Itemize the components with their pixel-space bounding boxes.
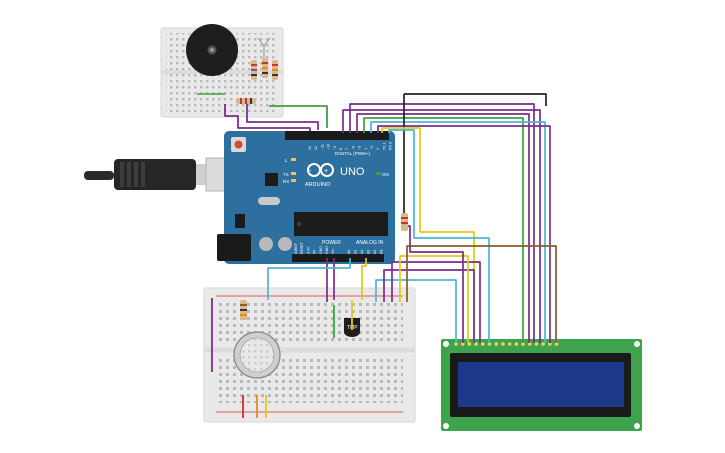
pin-label: ~3 — [370, 146, 374, 150]
pin-label: A1 — [354, 250, 358, 254]
lcd-pin[interactable] — [548, 342, 552, 346]
lcd-pin[interactable] — [541, 342, 545, 346]
lcd-pin[interactable] — [467, 342, 472, 346]
pin-label: RX 0 — [389, 142, 393, 150]
lcd-pin[interactable] — [507, 342, 512, 346]
wire-bundle[interactable] — [267, 93, 557, 343]
lcd-pin[interactable] — [501, 342, 505, 346]
pin-label: 5V — [313, 249, 317, 254]
l-led-label: L — [285, 158, 288, 163]
pin-label: 2 — [376, 148, 380, 150]
pin-label: A0 — [347, 250, 351, 254]
pin-label: ~6 — [351, 146, 355, 150]
pin-label: 4 — [364, 148, 368, 150]
resistor[interactable] — [401, 213, 408, 231]
resistor[interactable] — [272, 60, 278, 80]
led-icon[interactable] — [257, 37, 271, 60]
lcd-display[interactable] — [441, 339, 642, 431]
lcd-pin[interactable] — [514, 342, 519, 346]
pin-label: 12 — [314, 146, 318, 150]
arduino-brand-label: ARDUINO — [305, 182, 331, 188]
lcd-pin[interactable] — [521, 342, 525, 346]
pin-label: RESET — [300, 241, 304, 254]
gas-sensor-icon[interactable] — [233, 331, 281, 379]
lcd-pin[interactable] — [474, 342, 478, 346]
arduino-model-label: UNO — [340, 166, 365, 178]
pin-label: A2 — [360, 250, 364, 254]
resistor[interactable] — [251, 60, 257, 80]
rx-led-label: RX — [283, 179, 289, 184]
pin-label: A5 — [380, 250, 384, 254]
pin-label: TX 1 — [382, 142, 386, 150]
pin-label: 8 — [339, 148, 343, 150]
svg-text:+: + — [324, 168, 328, 175]
lcd-pin[interactable] — [534, 342, 539, 346]
power-header-label: POWER — [322, 240, 341, 246]
resistor[interactable] — [240, 300, 247, 320]
pin-label: Vin — [331, 249, 335, 254]
lcd-pin[interactable] — [460, 342, 465, 346]
pin-label: GND — [319, 246, 323, 254]
main-breadboard — [203, 287, 416, 423]
on-led-label: ON — [382, 172, 389, 177]
pin-label: 13 — [308, 146, 312, 150]
pin-label: 3.3V — [306, 246, 310, 254]
pin-label: A4 — [373, 250, 377, 254]
lcd-pin[interactable] — [527, 342, 532, 346]
lcd-pin[interactable] — [487, 342, 492, 346]
usb-cable-icon — [84, 157, 235, 192]
arduino-board[interactable]: – + — [217, 131, 395, 264]
pin-label: ~5 — [358, 146, 362, 150]
piezo-buzzer-icon[interactable] — [186, 24, 238, 76]
lcd-pin[interactable] — [554, 342, 559, 346]
resistor[interactable] — [262, 58, 268, 78]
lcd-pin[interactable] — [454, 342, 458, 346]
pin-label: 7 — [345, 148, 349, 150]
pin-label: ~11 — [320, 144, 324, 150]
pin-label: IOREF — [294, 242, 298, 254]
pin-label: ~10 — [327, 144, 331, 150]
pin-label: GND — [325, 246, 329, 254]
wire[interactable] — [224, 104, 328, 132]
svg-text:–: – — [308, 168, 312, 174]
lcd-pin[interactable] — [494, 342, 499, 346]
lcd-pin-row — [454, 342, 559, 346]
tx-led-label: TX — [283, 172, 289, 177]
resistor[interactable] — [236, 98, 256, 104]
pin-label: ~9 — [333, 146, 337, 150]
analog-header-label: ANALOG IN — [356, 240, 384, 246]
lcd-pin[interactable] — [481, 342, 485, 346]
wire[interactable] — [211, 298, 353, 418]
digital-header-label: DIGITAL (PWM~) — [335, 151, 370, 156]
pin-label: A3 — [367, 250, 371, 254]
